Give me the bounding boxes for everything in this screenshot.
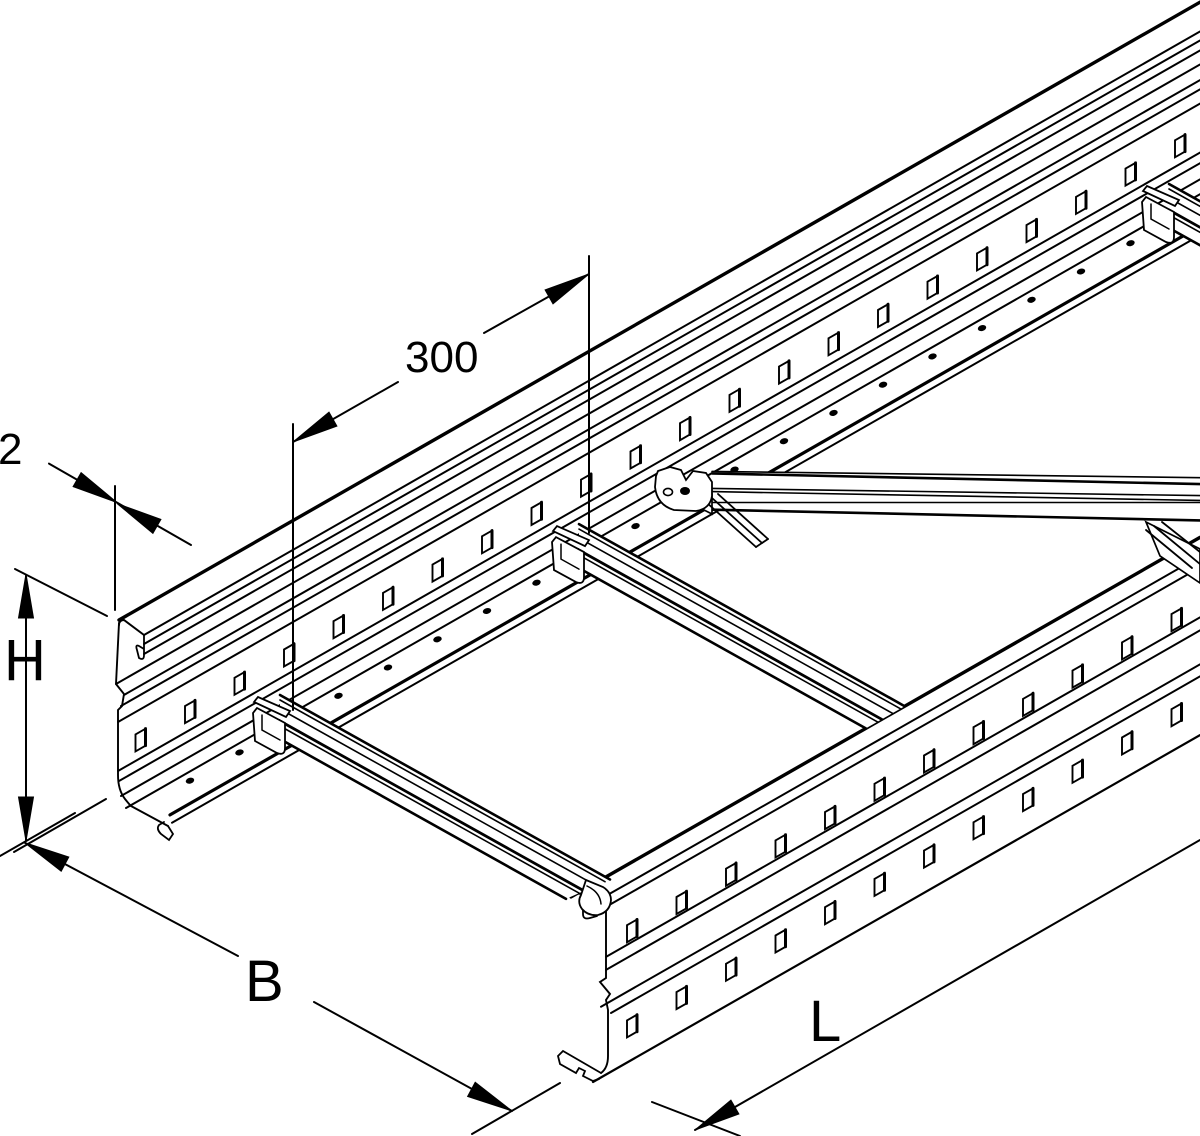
svg-text:B: B [245,949,284,1014]
svg-text:300: 300 [405,333,478,382]
svg-text:H: H [4,628,46,693]
svg-text:2: 2 [0,425,22,474]
svg-text:L: L [809,989,841,1054]
